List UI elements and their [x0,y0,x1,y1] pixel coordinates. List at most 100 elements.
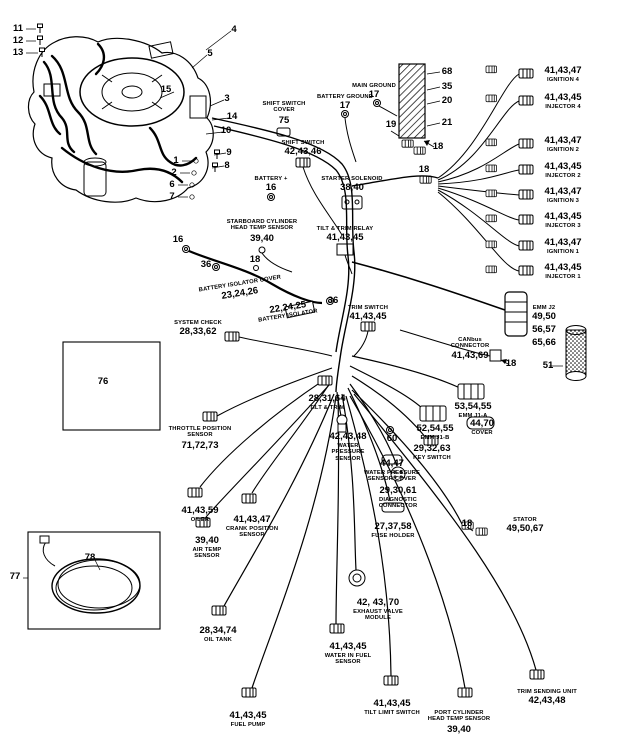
ref-1: 1 [173,155,179,166]
ref-19: 19 [385,119,397,130]
ignition-1-number: 41,43,47 [544,237,582,248]
ref-36-left: 36 [200,259,212,270]
left-branch-wires [199,367,333,518]
port-head-temp-number: 39,40 [447,724,471,735]
port-head-temp-caption: PORT CYLINDER HEAD TEMP SENSOR [427,710,491,723]
emm-j1b-caption: EMM J1-B [420,435,450,441]
wp-cover-caption: WATER PRESSURE SENSOR COVER [363,470,421,483]
injector-4-caption: INJECTOR 4 [545,104,581,110]
ignition-4-number: 41,43,47 [544,65,582,76]
wp-cover-number: 44,47 [380,458,404,469]
ignition-2-caption: IGNITION 2 [546,147,580,153]
trim-sending-caption: TRIM SENDING UNIT [517,689,577,695]
ignition-2-number: 41,43,47 [544,135,582,146]
injector-2-number: 41,43,45 [544,161,582,172]
system-check-number: 28,33,62 [179,326,217,337]
ignition-3-number: 41,43,47 [544,186,582,197]
trim-sending-number: 42,43,48 [528,695,566,706]
fuse-holder-number: 27,37,58 [374,521,412,532]
ref-68: 68 [441,66,453,77]
emm-j2-number-3: 65,66 [532,337,556,348]
trim-switch-caption: TRIM SWITCH [347,305,389,311]
ref-15: 15 [160,84,172,95]
bottom-fan-wires [223,355,537,689]
crank-position-number: 41,43,47 [233,514,271,525]
fuel-pump-number: 41,43,45 [229,710,267,721]
ref-18-stator: 18 [461,518,473,529]
throttle-position-caption: THROTTLE POSITION SENSOR [168,426,232,439]
fuse-holder-caption: FUSE HOLDER [371,533,415,539]
ref-10: 10 [220,125,232,136]
exhaust-valve-caption: EXHAUST VALVE MODULE [353,609,403,622]
ref-7: 7 [169,191,175,202]
cover-number: 44,70 [470,418,494,429]
battery-cable [182,245,376,357]
tilt-trim-number: 28,31,64 [308,393,346,404]
emm-j1a-caption: EMM J1-A [458,413,488,419]
ref-76: 76 [97,376,109,387]
ref-60: 60 [386,433,398,444]
ref-20: 20 [441,95,453,106]
stator-caption: STATOR [513,517,537,523]
ref-36-right: 36 [327,295,339,306]
emm-j1a-number: 53,54,55 [454,401,492,412]
starter-solenoid-caption: STARTER SOLENOID [321,176,383,182]
oiler-caption: OILER [190,517,210,523]
ref-18-block: 18 [432,141,444,152]
ignition-4-caption: IGNITION 4 [546,77,580,83]
key-switch-caption: KEY SWITCH [413,455,451,461]
shift-switch-cover-number: 75 [278,115,290,126]
ref-18-canbus: 18 [505,358,517,369]
main-ground-number: 17 [368,89,380,100]
tilt-trim-relay-number: 41,43,45 [326,232,364,243]
fuel-pump-caption: FUEL PUMP [230,722,266,728]
ref-18-cable: 18 [249,254,261,265]
battery-plus-caption: BATTERY + [254,176,288,182]
wiring-harness-trunk [211,117,506,393]
injector-4-number: 41,43,45 [544,92,582,103]
ref-8: 8 [224,160,230,171]
emm-j2-number-2: 56,57 [532,324,556,335]
emm-j2-number-1: 49,50 [532,311,556,322]
canbus-number: 41,43,69 [451,350,489,361]
ref-5: 5 [207,48,213,59]
leader-lines [23,23,563,579]
starter-solenoid-number: 38,40 [340,182,364,193]
mid-connectors [187,375,495,536]
ref-4: 4 [231,24,237,35]
ref-14: 14 [226,111,238,122]
cover-caption: COVER [471,430,493,436]
ref-2: 2 [171,167,177,178]
starboard-head-temp-number: 39,40 [250,233,274,244]
emm-j1b-number: 52,54,55 [416,423,454,434]
ref-3: 3 [224,93,230,104]
ref-21: 21 [441,117,453,128]
shift-switch-cover-caption: SHIFT SWITCH COVER [262,101,306,114]
ref-77: 77 [9,571,21,582]
shift-switch-caption: SHIFT SWITCH [281,140,325,146]
injector-3-number: 41,43,45 [544,211,582,222]
diagnostic-caption: DIAGNOSTIC CONNECTOR [378,497,418,510]
ref-35: 35 [441,81,453,92]
injector-1-caption: INJECTOR 1 [545,274,581,280]
hose-coil-box [27,531,161,630]
exhaust-valve-number: 42, 43, 70 [356,597,400,608]
tilt-trim-relay-caption: TILT & TRIM RELAY [316,226,374,232]
tilt-limit-caption: TILT LIMIT SWITCH [364,710,420,716]
oiler-number: 41,43,59 [181,505,219,516]
engine-illustration [27,36,214,203]
battery-plus-number: 16 [265,182,277,193]
water-pressure-caption: WATER PRESSURE SENSOR [331,443,365,462]
emm-j2-and-51 [489,291,587,381]
ref-6: 6 [169,179,175,190]
air-temp-caption: AIR TEMP SENSOR [192,547,222,560]
water-pressure-number: 42,43,48 [329,431,367,442]
main-ground-caption: MAIN GROUND [352,83,396,89]
air-temp-number: 39,40 [195,535,219,546]
emm-j2-caption: EMM J2 [532,305,556,311]
shift-switch-number: 42,43,46 [284,146,322,157]
system-check-caption: SYSTEM CHECK [174,320,222,326]
